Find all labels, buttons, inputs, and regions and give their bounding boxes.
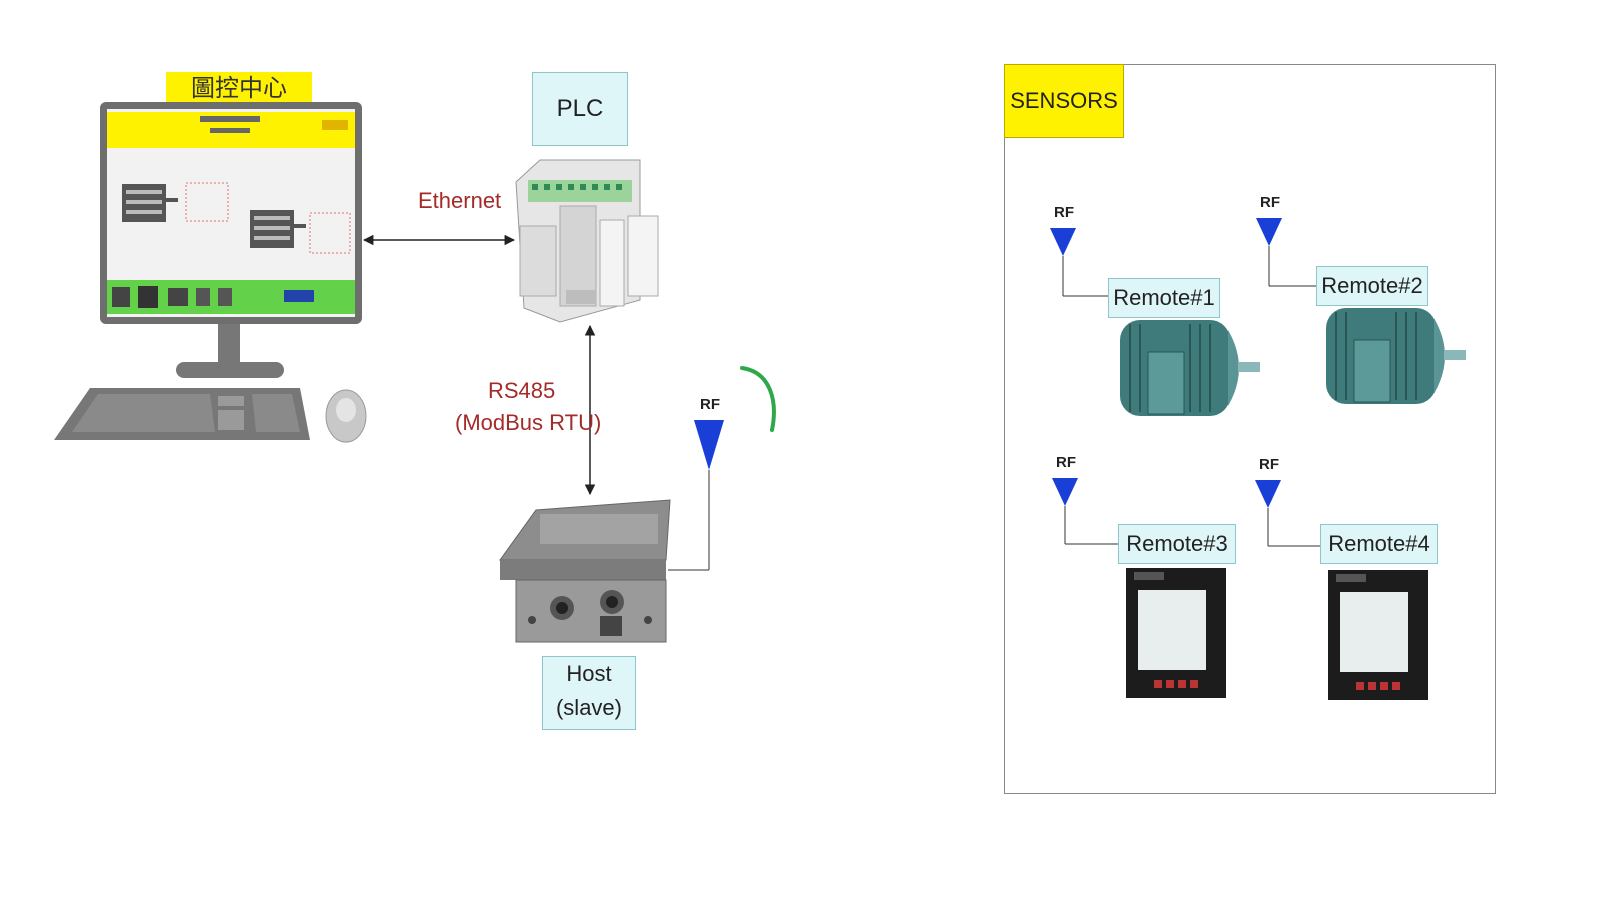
motor-2-icon bbox=[1326, 308, 1466, 404]
remote4-label: Remote#4 bbox=[1320, 524, 1438, 564]
remote2-label: Remote#2 bbox=[1316, 266, 1428, 306]
remote3-rf-label: RF bbox=[1056, 454, 1076, 471]
modbus-label: (ModBus RTU) bbox=[455, 410, 602, 435]
host-label: Host (slave) bbox=[542, 656, 636, 730]
meter-2-icon bbox=[1328, 570, 1428, 700]
remote3-label: Remote#3 bbox=[1118, 524, 1236, 564]
plc-label: PLC bbox=[532, 72, 628, 146]
rs485-label: RS485 bbox=[488, 378, 556, 403]
remote1-rf-label: RF bbox=[1054, 204, 1074, 221]
sensors-title: SENSORS bbox=[1004, 64, 1124, 138]
meter-1-icon bbox=[1126, 568, 1226, 698]
remote1-label: Remote#1 bbox=[1108, 278, 1220, 318]
host-label-line1: Host bbox=[566, 661, 612, 686]
remote2-rf-label: RF bbox=[1260, 194, 1280, 211]
host-label-line2: (slave) bbox=[555, 695, 622, 720]
ethernet-label: Ethernet bbox=[418, 188, 502, 213]
remote4-rf-label: RF bbox=[1259, 456, 1279, 473]
motor-1-icon bbox=[1120, 320, 1260, 416]
control-center-title: 圖控中心 bbox=[166, 72, 312, 106]
host-rf-label: RF bbox=[700, 396, 720, 413]
